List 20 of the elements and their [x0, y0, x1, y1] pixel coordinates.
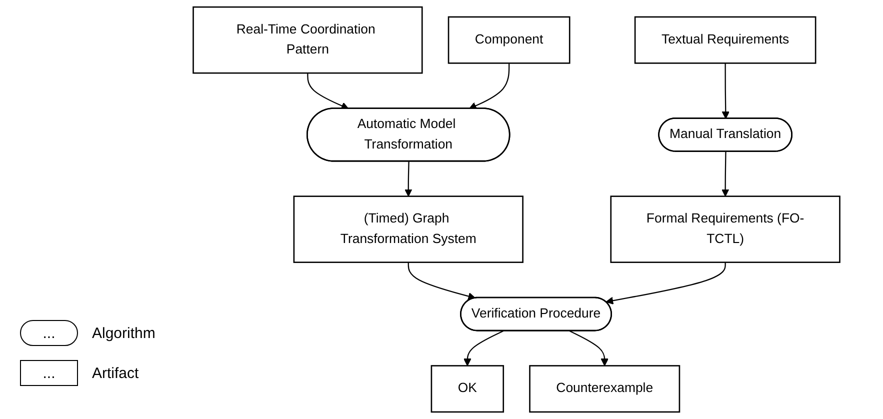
arrow: [464, 330, 504, 366]
node-box: Formal Requirements (FO-TCTL): [610, 196, 840, 263]
node-box: Component: [448, 16, 570, 64]
legend-label: Algorithm: [92, 324, 156, 342]
node-box: Textual Requirements: [634, 16, 816, 64]
arrow: [606, 262, 726, 304]
arrow: [307, 73, 349, 110]
arrow: [404, 162, 412, 197]
legend-label: Artifact: [92, 364, 139, 382]
arrow: [408, 262, 476, 300]
artifact-symbol: ...: [20, 360, 78, 386]
node-box: OK: [430, 365, 504, 413]
arrow: [468, 63, 510, 110]
node-box: Counterexample: [529, 365, 680, 413]
node-box: Real-Time Coordination Pattern: [192, 6, 423, 74]
node-box: (Timed) Graph Transformation System: [293, 196, 524, 263]
arrow: [721, 152, 730, 197]
arrow: [569, 330, 608, 366]
algorithm-symbol: ...: [20, 320, 78, 346]
arrow: [722, 63, 730, 119]
